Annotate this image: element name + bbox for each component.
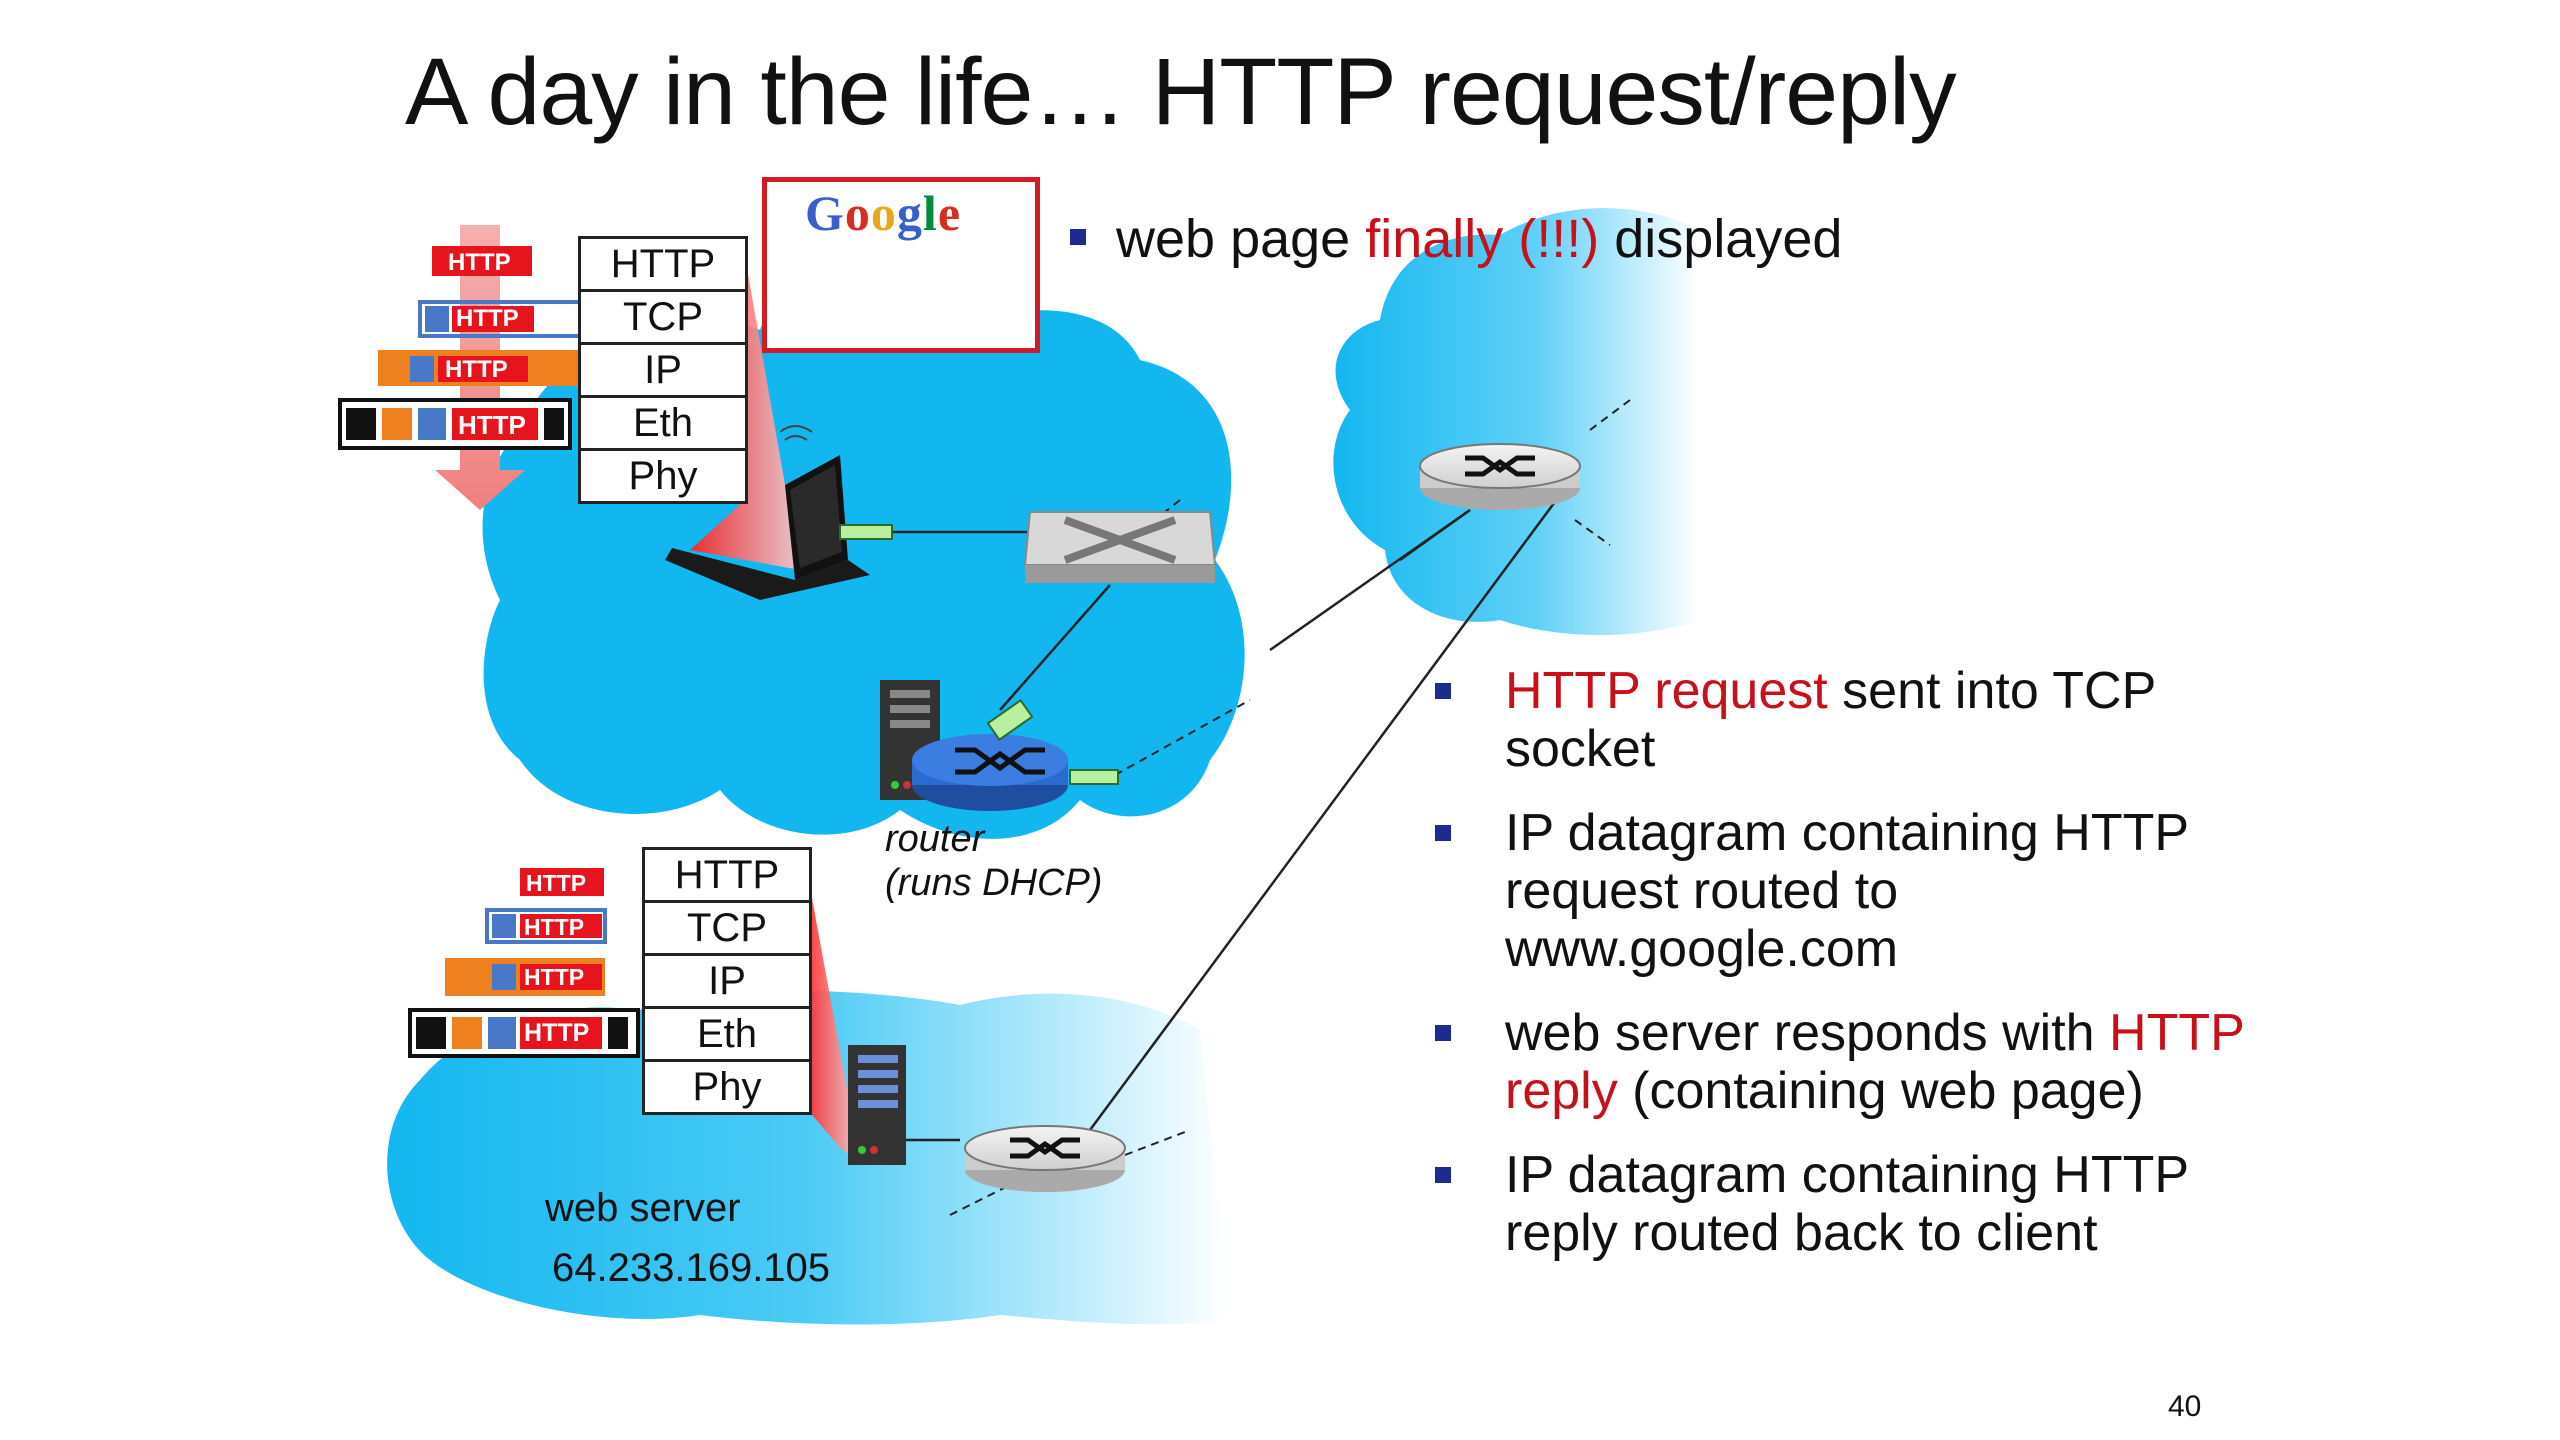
stack-layer-ip: IP bbox=[581, 345, 745, 398]
google-page-icon: Google bbox=[762, 177, 1040, 353]
web-server-label: web server bbox=[545, 1186, 741, 1230]
stack-layer-ip: IP bbox=[645, 956, 809, 1009]
stack-layer-eth: Eth bbox=[645, 1009, 809, 1062]
router-icon bbox=[964, 1125, 1126, 1192]
internet-cloud bbox=[1333, 208, 1700, 635]
packet-label: HTTP bbox=[445, 356, 508, 383]
stack-layer-tcp: TCP bbox=[645, 903, 809, 956]
slide-title: A day in the life… HTTP request/reply bbox=[405, 39, 1957, 145]
packet-label: HTTP bbox=[524, 914, 585, 940]
top-bullet: web page finally (!!!) displayed bbox=[1070, 208, 1842, 270]
bullet-icon bbox=[1435, 1025, 1451, 1041]
packet-label: HTTP bbox=[524, 1019, 590, 1047]
bullet-item: web server responds with HTTP reply (con… bbox=[1435, 1004, 2255, 1120]
stack-layer-phy: Phy bbox=[628, 454, 698, 498]
server-stack-fan bbox=[805, 860, 860, 1160]
server-icon bbox=[848, 1045, 906, 1165]
router-label: router bbox=[885, 818, 985, 860]
router-icon bbox=[880, 680, 1119, 811]
server-packets bbox=[408, 868, 640, 1058]
server-network-cloud bbox=[387, 990, 1231, 1325]
packet-label: HTTP bbox=[524, 964, 585, 990]
bullet-item: IP datagram containing HTTP request rout… bbox=[1435, 804, 2255, 978]
stack-layer-tcp: TCP bbox=[581, 292, 745, 345]
server-protocol-stack: HTTP TCP IP Eth Phy bbox=[642, 847, 812, 1115]
google-logo: Google bbox=[805, 185, 962, 241]
bullet-icon bbox=[1070, 228, 1086, 245]
router-sublabel: (runs DHCP) bbox=[885, 862, 1103, 904]
stack-layer-http: HTTP bbox=[645, 850, 809, 903]
page-number: 40 bbox=[2168, 1390, 2202, 1423]
packet-label: HTTP bbox=[456, 305, 519, 332]
bullet-item: HTTP request sent into TCP socket bbox=[1435, 662, 2255, 778]
client-protocol-stack: HTTP TCP IP Eth Phy bbox=[578, 236, 748, 504]
packet-label: HTTP bbox=[458, 410, 526, 440]
laptop-icon bbox=[665, 425, 893, 600]
bullet-icon bbox=[1435, 825, 1451, 841]
switch-icon bbox=[1023, 511, 1217, 583]
bullet-icon bbox=[1435, 1167, 1451, 1183]
bullet-item: IP datagram containing HTTP reply routed… bbox=[1435, 1146, 2255, 1262]
packet-label: HTTP bbox=[526, 870, 587, 896]
packet-label: HTTP bbox=[448, 249, 511, 276]
stack-layer-http: HTTP bbox=[581, 239, 745, 292]
bullet-list: HTTP request sent into TCP socket IP dat… bbox=[1435, 662, 2255, 1288]
bullet-icon bbox=[1435, 683, 1451, 699]
web-server-ip: 64.233.169.105 bbox=[552, 1246, 831, 1290]
router-icon bbox=[1419, 443, 1581, 510]
stack-layer-phy: Phy bbox=[692, 1065, 762, 1109]
client-packets bbox=[338, 246, 582, 450]
stack-layer-eth: Eth bbox=[581, 398, 745, 451]
